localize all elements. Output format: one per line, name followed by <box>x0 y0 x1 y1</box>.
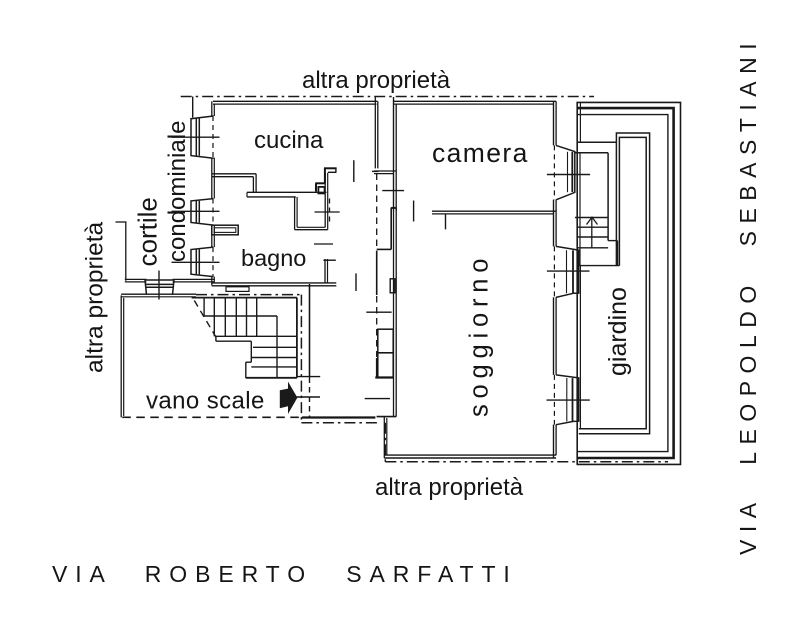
svg-text:altra proprietà: altra proprietà <box>82 221 109 373</box>
svg-text:VIA LEOPOLDO SEBASTIANI: VIA LEOPOLDO SEBASTIANI <box>735 36 761 555</box>
svg-text:giardino: giardino <box>604 287 632 376</box>
svg-text:bagno: bagno <box>241 245 306 271</box>
svg-text:soggiorno: soggiorno <box>466 253 494 417</box>
svg-text:altra proprietà: altra proprietà <box>375 474 524 501</box>
svg-text:cucina: cucina <box>254 127 324 154</box>
svg-text:altra proprietà: altra proprietà <box>302 67 451 94</box>
svg-text:VIA ROBERTO SARFATTI: VIA ROBERTO SARFATTI <box>52 561 518 587</box>
svg-text:condominiale: condominiale <box>164 121 191 262</box>
svg-text:camera: camera <box>432 138 529 168</box>
svg-text:vano scale: vano scale <box>146 388 265 415</box>
svg-text:cortile: cortile <box>133 197 163 266</box>
